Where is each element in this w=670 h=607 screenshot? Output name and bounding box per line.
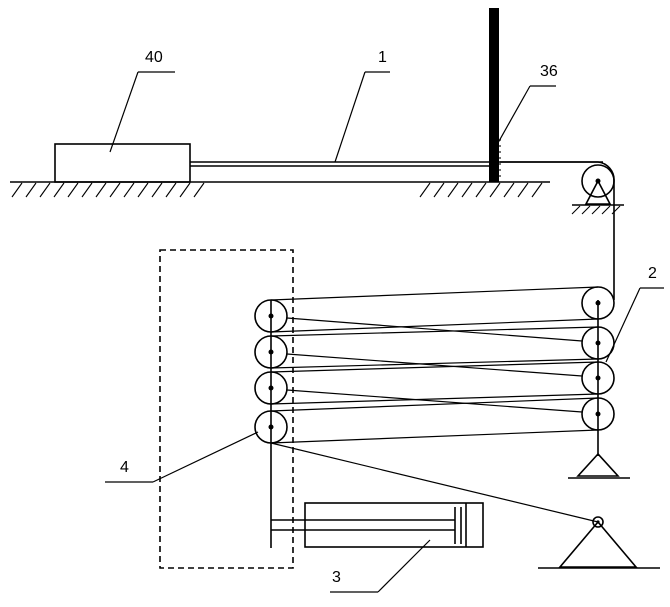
label-2: 2 <box>648 265 657 282</box>
label-1: 1 <box>378 49 387 66</box>
label-3: 3 <box>332 569 341 586</box>
upper-ground <box>10 182 550 197</box>
top-pulley <box>572 165 624 214</box>
post-36 <box>489 8 499 182</box>
label-40: 40 <box>145 49 163 66</box>
block-40 <box>55 144 190 182</box>
anchor-rope <box>271 443 598 522</box>
label-4: 4 <box>120 459 129 476</box>
leader-lines <box>105 72 664 592</box>
pulley-ropes <box>271 287 598 443</box>
lower-anchor <box>538 517 660 568</box>
cylinder-3 <box>271 503 483 547</box>
left-pulley-stack <box>255 300 287 548</box>
label-36: 36 <box>540 63 558 80</box>
right-pulley-stack <box>568 287 630 478</box>
